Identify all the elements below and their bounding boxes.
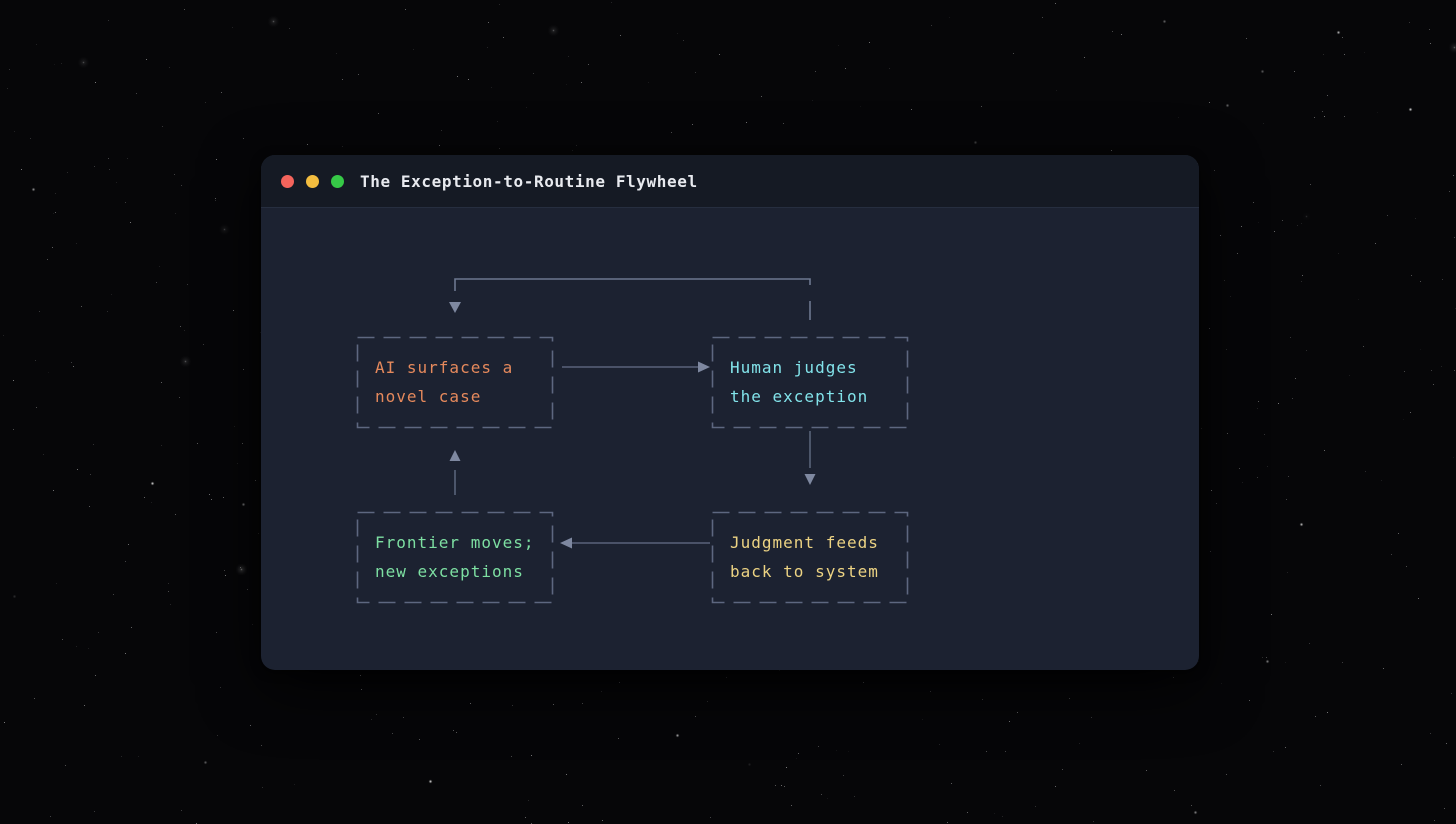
node-text-line: the exception [730,387,869,406]
arrow-judgment-to-frontier [560,537,710,549]
zoom-button[interactable] [331,174,344,188]
node-text-line: new exceptions [375,562,524,581]
app-window: The Exception-to-Routine Flywheel [261,155,1199,670]
node-text-line: novel case [375,387,482,406]
arrow-top-loop-human-to-ai [449,278,811,320]
minimize-button[interactable] [306,174,319,188]
arrow-human-to-judgment [804,431,816,485]
starfield [0,0,1,1]
node-text-line: AI surfaces a [375,358,514,377]
node-border-human [711,336,909,429]
node-border-frontier [356,511,554,604]
node-text-line: Human judges [730,358,858,377]
node-border-ai [356,336,554,429]
window-titlebar: The Exception-to-Routine Flywheel [261,155,1199,208]
node-text-line: back to system [730,562,879,581]
arrow-ai-to-human [562,361,710,373]
node-text-line: Frontier moves; [375,533,535,552]
node-border-judgment [711,511,909,604]
node-text-line: Judgment feeds [730,533,879,552]
node-judgment-feeds-back: Judgment feeds back to system [712,512,907,602]
close-button[interactable] [281,174,294,188]
node-frontier-moves: Frontier moves; new exceptions [357,512,552,602]
node-ai-surfaces-novel-case: AI surfaces a novel case [357,337,552,427]
node-human-judges-exception: Human judges the exception [712,337,907,427]
arrow-frontier-to-ai [449,450,461,495]
connector-layer [356,278,909,604]
window-title: The Exception-to-Routine Flywheel [360,171,698,191]
diagram-canvas: AI surfaces a novel case Human judges th… [261,208,1199,670]
window-controls [281,174,344,188]
